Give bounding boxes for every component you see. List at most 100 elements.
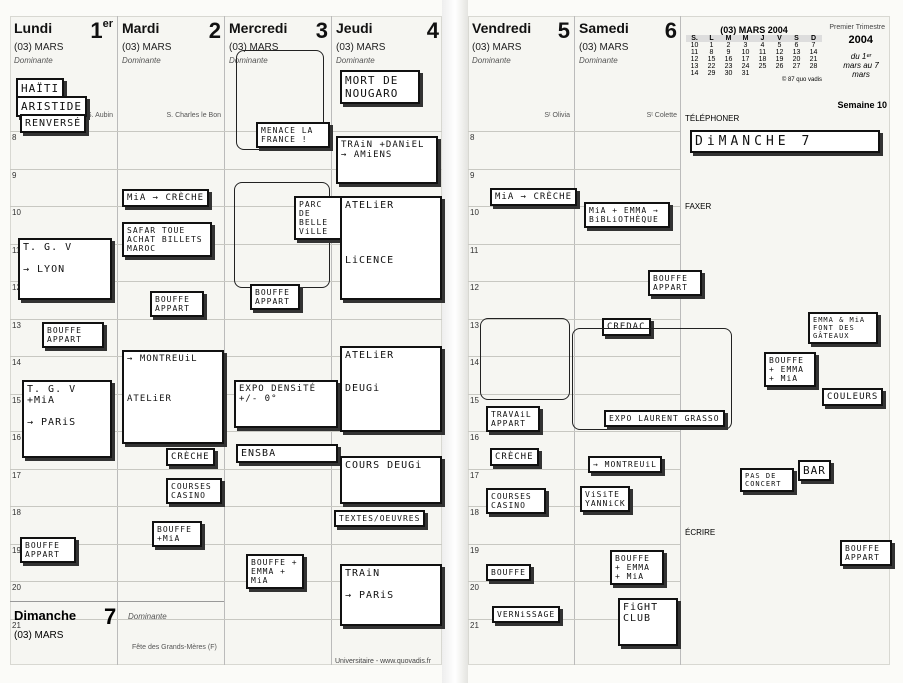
hour-line: 10 (10, 206, 442, 217)
note-bouffe-emma-2[interactable]: BOUFFE + EMMA + MiA (610, 550, 664, 585)
note-menace[interactable]: MENACE LA FRANCE ! (256, 122, 330, 148)
calendar-day: 15 (707, 56, 716, 63)
fete-label: Fête des Grands-Mères (F) (132, 644, 217, 651)
note-vernissage[interactable]: VERNiSSAGE (492, 606, 561, 623)
day-name: Samedi (579, 20, 629, 36)
hour-label: 12 (470, 283, 479, 292)
note-bar[interactable]: BAR (798, 460, 831, 481)
note-creche[interactable]: CRÈCHE (166, 448, 215, 466)
note-train-amiens[interactable]: TRAiN +DANiEL → AMiENS (336, 136, 438, 184)
calendar-header: V (771, 35, 788, 42)
day-column-jeudi[interactable]: Jeudi 4 (03) MARS Dominante (331, 16, 443, 665)
day-name: Mercredi (229, 20, 288, 36)
calendar-day: 24 (741, 63, 750, 70)
note-bibliotheque[interactable]: MiA + EMMA → BiBLiOTHÈQUE (584, 202, 670, 228)
note-expo-grasso[interactable]: EXPO LAURENT GRASSO (604, 410, 725, 427)
note-parc[interactable]: PARC DE BELLE ViLLE (294, 196, 342, 240)
day-name: Mardi (122, 20, 160, 36)
day-number: 3 (315, 18, 328, 43)
note-bouffe-appart-6[interactable]: BOUFFE APPART (840, 540, 892, 566)
day-column-lundi[interactable]: Lundi 1er (03) MARS Dominante S. Aubin (10, 16, 117, 665)
hour-label: 17 (470, 470, 479, 480)
day-column-mercredi[interactable]: Mercredi 3 (03) MARS Dominante (224, 16, 332, 665)
note-couleurs[interactable]: COULEURS (822, 388, 884, 406)
hour-label: 11 (12, 245, 21, 255)
hour-label: 10 (12, 208, 21, 217)
day-number: 6 (664, 18, 677, 43)
day-number: 4 (426, 18, 439, 43)
note-bouffe-appart[interactable]: BOUFFE APPART (42, 322, 104, 348)
note-gateaux[interactable]: EMMA & MiA FONT DES GÂTEAUX (808, 312, 878, 344)
dominante-label: Dominante (122, 56, 161, 65)
hour-label: 16 (12, 433, 21, 442)
hour-label: 19 (12, 545, 21, 555)
note-textes[interactable]: TEXTES/OEUVRES (334, 510, 426, 527)
hour-line: 8 (10, 131, 442, 142)
note-visite[interactable]: ViSiTE YANNiCK (580, 486, 630, 512)
note-nougaro[interactable]: MORT DE NOUGARO (340, 70, 420, 104)
hour-label: 14 (470, 358, 479, 367)
note-renverse[interactable]: RENVERSÉ (20, 114, 87, 133)
calendar-day: 25 (758, 63, 767, 70)
month-label: (03) MARS (579, 42, 629, 53)
calendar-day: 27 (792, 63, 801, 70)
note-courses-2[interactable]: COURSES CASINO (486, 488, 546, 514)
note-bouffe-appart-3[interactable]: BOUFFE APPART (150, 291, 204, 317)
day-column-samedi[interactable]: Samedi 6 (03) MARS Dominante Sᵗ Colette (574, 16, 681, 665)
note-cours-deugi[interactable]: COURS DEUGi (340, 456, 442, 504)
day-column-vendredi[interactable]: Vendredi 5 (03) MARS Dominante Sᵗ Olivia (468, 16, 574, 665)
note-bouffe-emma-3[interactable]: BOUFFE + EMMA + MiA (764, 352, 816, 387)
note-montreuil-2[interactable]: → MONTREUiL (588, 456, 662, 473)
note-credac[interactable]: CREDAC (602, 318, 651, 336)
note-mia-creche[interactable]: MiA → CRÈCHE (122, 189, 210, 207)
month-label: (03) MARS (122, 42, 172, 53)
hour-line: 19 (468, 543, 680, 555)
right-page: Vendredi 5 (03) MARS Dominante Sᵗ Olivia… (468, 16, 892, 665)
note-haiti[interactable]: HAÏTI (16, 78, 65, 99)
hour-line: 21 (468, 618, 680, 630)
hour-line: 13 (10, 318, 442, 330)
note-travail[interactable]: TRAVAiL APPART (486, 406, 540, 432)
note-tgv-lyon[interactable]: T. G. V→ LYON (18, 238, 112, 300)
note-bouffe-mia[interactable]: BOUFFE +MiA (152, 521, 202, 547)
day-column-mardi[interactable]: Mardi 2 (03) MARS Dominante S. Charles l… (117, 16, 225, 665)
note-expo[interactable]: EXPO DENSiTÉ +/- 0° (234, 380, 338, 428)
note-bouffe-appart-4[interactable]: BOUFFE APPART (250, 284, 300, 310)
drawing-computer (480, 318, 570, 400)
calendar-day: 21 (809, 56, 818, 63)
note-train-paris[interactable]: TRAiN→ PARiS (340, 564, 442, 626)
hour-label: 15 (470, 395, 479, 405)
note-dimanche[interactable]: DiMANCHE 7 (690, 130, 880, 153)
note-bouffe-appart-5[interactable]: BOUFFE APPART (648, 270, 702, 296)
note-creche-2[interactable]: CRÈCHE (490, 448, 539, 466)
day-name: Jeudi (336, 20, 373, 36)
month-label: (03) MARS (14, 42, 64, 53)
note-courses[interactable]: COURSES CASINO (166, 478, 222, 504)
note-aristide[interactable]: ARISTIDE (16, 96, 87, 117)
note-pas-concert[interactable]: PAS DE CONCERT (740, 468, 794, 492)
note-safar[interactable]: SAFAR TOUE ACHAT BILLETS MAROC (122, 222, 212, 257)
note-bouffe-2[interactable]: BOUFFE (486, 564, 531, 581)
note-vendredi-creche[interactable]: MiA → CRÈCHE (490, 188, 578, 206)
hour-line: 21 (10, 618, 442, 630)
hour-line: 10 (468, 206, 680, 217)
hour-label: 19 (470, 545, 479, 555)
month-label: (03) MARS (14, 630, 64, 641)
note-bouffe-emma[interactable]: BOUFFE + EMMA + MiA (246, 554, 304, 589)
note-bouffe-appart-2[interactable]: BOUFFE APPART (20, 537, 76, 563)
note-tgv-paris[interactable]: T. G. V +MiA→ PARiS (22, 380, 112, 458)
hour-line: 19 (10, 543, 442, 555)
calendar-day: 11 (690, 49, 699, 56)
calendar-day: 18 (758, 56, 767, 63)
left-page: Lundi 1er (03) MARS Dominante S. Aubin M… (10, 16, 442, 665)
day-name: Vendredi (472, 20, 532, 36)
hour-label: 10 (470, 208, 479, 217)
sunday-box[interactable]: Dimanche 7 Dominante (03) MARS Fête des … (10, 601, 224, 666)
calendar-day: 19 (775, 56, 784, 63)
saint-label: Sᵗ Colette (646, 112, 677, 119)
note-ensba[interactable]: ENSBA (236, 444, 338, 463)
note-fight-club[interactable]: FiGHT CLUB (618, 598, 678, 646)
